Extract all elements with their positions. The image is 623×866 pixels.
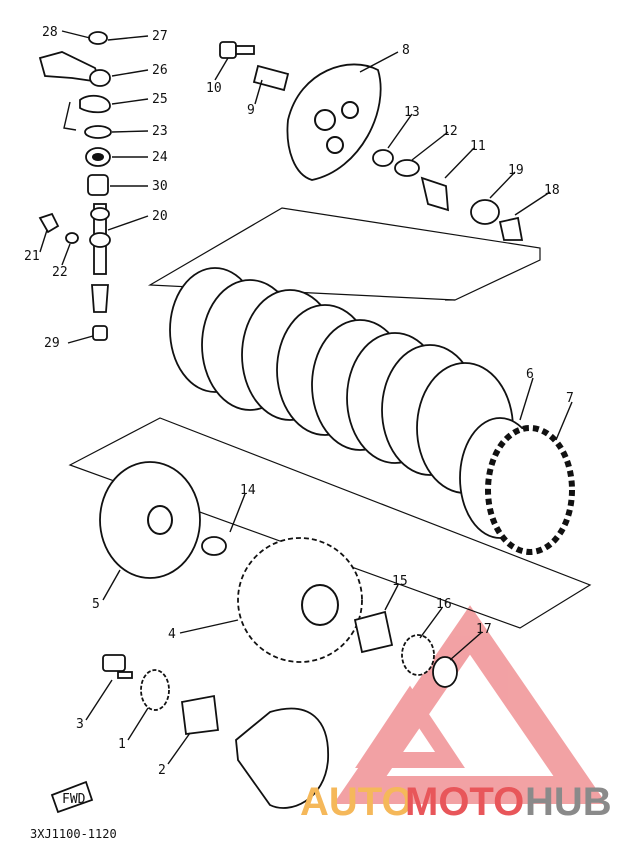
label-18: 18 <box>544 183 560 198</box>
label-26: 26 <box>152 63 168 78</box>
label-10: 10 <box>206 81 222 96</box>
label-17: 17 <box>476 622 492 637</box>
label-27: 27 <box>152 29 168 44</box>
label-23: 23 <box>152 124 168 139</box>
label-28: 28 <box>42 25 58 40</box>
label-16: 16 <box>436 597 452 612</box>
label-19: 19 <box>508 163 524 178</box>
label-13: 13 <box>404 105 420 120</box>
label-24: 24 <box>152 150 168 165</box>
label-21: 21 <box>24 249 40 264</box>
part-labels: 28 27 26 25 23 24 30 20 21 22 29 10 9 8 … <box>24 25 574 778</box>
label-12: 12 <box>442 124 458 139</box>
label-6: 6 <box>526 367 534 382</box>
label-29: 29 <box>44 336 60 351</box>
watermark-part2: MOTO <box>405 780 524 824</box>
label-11: 11 <box>470 139 486 154</box>
watermark-part1: AUTO <box>300 780 413 824</box>
watermark-logo <box>333 605 607 804</box>
label-8: 8 <box>402 43 410 58</box>
label-4: 4 <box>168 627 176 642</box>
label-1: 1 <box>118 737 126 752</box>
watermark-text: AUTO MOTO HUB <box>300 780 612 824</box>
primary-gear <box>99 461 227 579</box>
label-22: 22 <box>52 265 68 280</box>
clutch-boss <box>237 537 458 688</box>
watermark-part3: HUB <box>525 780 612 824</box>
group-box-plates <box>147 207 541 301</box>
label-5: 5 <box>92 597 100 612</box>
fwd-label: FWD <box>62 792 86 807</box>
diagram-code: 3XJ1100-1120 <box>30 827 117 841</box>
label-15: 15 <box>392 574 408 589</box>
label-25: 25 <box>152 92 168 107</box>
group-box-clutch <box>68 417 592 629</box>
clutch-plates <box>169 267 575 555</box>
leader-lines <box>39 30 573 765</box>
label-2: 2 <box>158 763 166 778</box>
label-20: 20 <box>152 209 168 224</box>
push-lever-assembly <box>38 31 112 341</box>
label-7: 7 <box>566 391 574 406</box>
label-14: 14 <box>240 483 256 498</box>
pressure-plate-assembly <box>219 41 524 241</box>
label-3: 3 <box>76 717 84 732</box>
label-30: 30 <box>152 179 168 194</box>
label-9: 9 <box>247 103 255 118</box>
bottom-parts <box>50 654 329 814</box>
